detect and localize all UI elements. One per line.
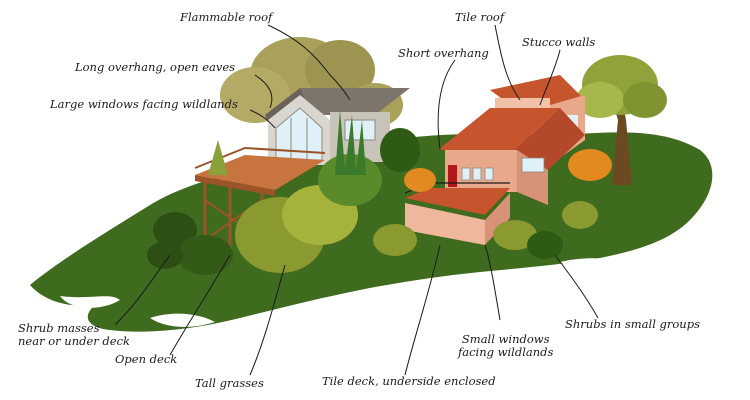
leader-tile-roof [494, 24, 521, 101]
leader-tile-deck [404, 244, 441, 376]
label-tile-deck: Tile deck, underside enclosed [322, 374, 496, 388]
leader-shrub-masses [114, 254, 171, 326]
left-shrubs-grasses [147, 110, 420, 275]
leader-large-windows [249, 109, 276, 129]
label-shrubs-small-groups: Shrubs in small groups [565, 317, 700, 331]
leader-short-overhang [437, 59, 456, 151]
label-shrub-masses-line1: Shrub masses [18, 321, 100, 335]
label-large-windows: Large windows facing wildlands [50, 97, 238, 111]
leader-lines [114, 24, 599, 376]
label-short-overhang: Short overhang [398, 46, 489, 60]
label-tile-roof: Tile roof [455, 10, 505, 24]
label-tall-grasses: Tall grasses [195, 376, 264, 390]
leader-stucco-walls [539, 49, 561, 106]
leader-shrubs-small-groups [554, 254, 599, 319]
label-stucco-walls: Stucco walls [522, 35, 596, 49]
label-small-windows: Small windows facing wildlands [458, 333, 553, 359]
label-small-windows-line1: Small windows [461, 332, 550, 346]
leader-flammable-roof [267, 24, 351, 101]
leader-small-windows [484, 244, 501, 321]
label-long-overhang: Long overhang, open eaves [75, 60, 236, 74]
leader-tall-grasses [249, 264, 286, 376]
label-shrub-masses-line2: near or under deck [18, 334, 131, 348]
leader-long-overhang [254, 74, 273, 109]
oak-tree [576, 55, 667, 185]
label-open-deck: Open deck [115, 352, 178, 366]
label-shrub-masses: Shrub masses near or under deck [18, 322, 130, 348]
label-flammable-roof: Flammable roof [180, 10, 273, 24]
label-small-windows-line2: facing wildlands [458, 345, 554, 359]
tile-roof-house [404, 75, 585, 245]
flammable-house [265, 88, 410, 165]
leader-open-deck [169, 254, 231, 356]
open-deck [194, 146, 326, 255]
shrub-groups [373, 149, 612, 259]
